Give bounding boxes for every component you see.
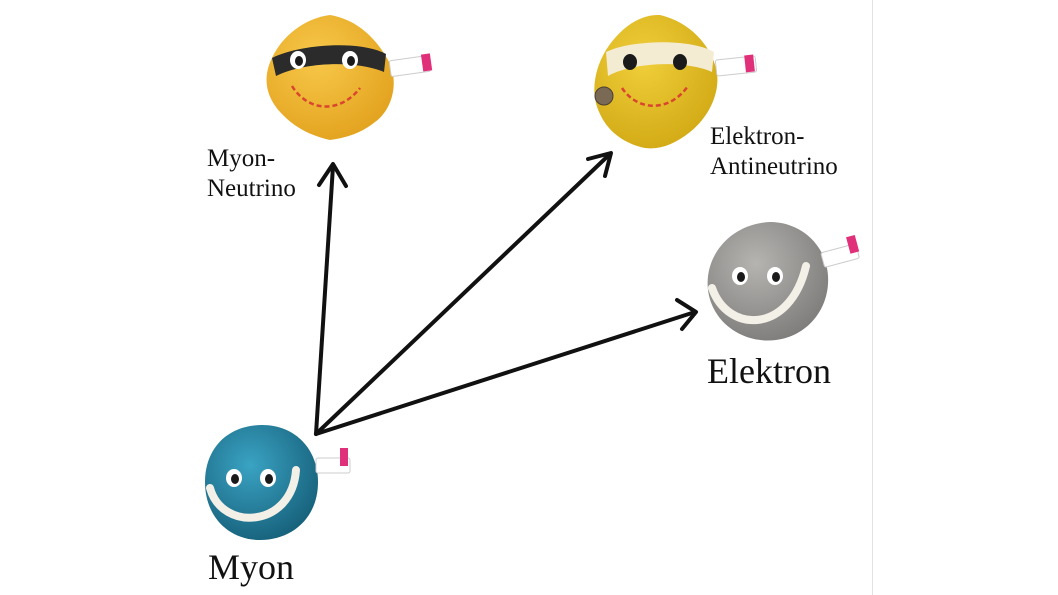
electron-antineutrino-body xyxy=(594,14,718,149)
muon-neutrino-plush-icon xyxy=(266,15,433,140)
panel-edge xyxy=(872,0,873,595)
electron-body xyxy=(707,222,829,341)
tag-pink-strip xyxy=(846,234,860,254)
mask-icon xyxy=(606,42,714,76)
tag-pink-strip xyxy=(420,53,433,72)
arrow-to-electron-antineutrino xyxy=(314,151,613,436)
pin-badge-icon xyxy=(594,86,614,106)
smile-icon xyxy=(708,262,810,325)
muon-neutrino-label-line2: Neutrino xyxy=(207,174,296,202)
decay-arrows xyxy=(314,151,698,436)
stitched-smile-icon xyxy=(290,85,361,108)
eye-icon xyxy=(673,54,687,70)
electron-antineutrino-label-line1: Elektron- xyxy=(710,123,805,150)
muon-label: Myon xyxy=(208,547,295,587)
stitched-smile-icon xyxy=(620,85,690,107)
smile-icon xyxy=(206,466,300,522)
arrow-to-electron xyxy=(314,298,698,436)
eye-icon xyxy=(623,54,637,70)
muon-neutrino-label-line1: Myon- xyxy=(207,145,276,172)
electron-label: Elektron xyxy=(707,351,831,391)
pupil-icon xyxy=(295,56,303,66)
electron-antineutrino-label-line2: Antineutrino xyxy=(710,152,838,180)
electron-plush-icon xyxy=(707,222,860,341)
muon-plush-icon xyxy=(205,425,351,540)
tag-pink-strip xyxy=(340,448,348,466)
tag-pink-strip xyxy=(744,54,755,73)
arrow-to-muon-neutrino xyxy=(314,162,348,436)
pupil-icon xyxy=(347,56,355,66)
muon-neutrino-label: Myon- Neutrino xyxy=(207,144,296,203)
pupil-icon xyxy=(772,272,780,282)
pupil-icon xyxy=(265,474,273,484)
electron-antineutrino-label: Elektron- Antineutrino xyxy=(710,122,838,181)
muon-neutrino-body xyxy=(266,15,394,140)
electron-antineutrino-plush-icon xyxy=(594,14,758,149)
pupil-icon xyxy=(737,272,745,282)
pupil-icon xyxy=(231,474,239,484)
